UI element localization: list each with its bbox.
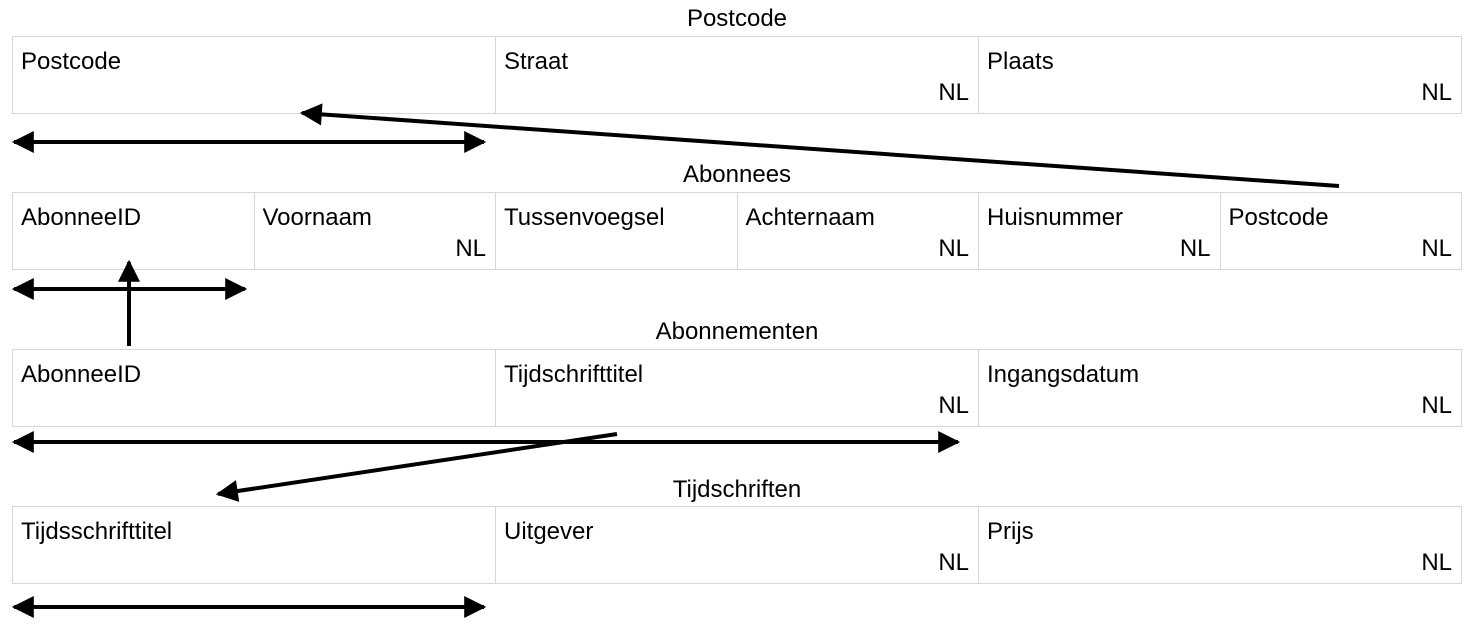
column-postcode-fk: Postcode NL (1221, 193, 1462, 269)
column-label: Prijs (987, 518, 1034, 545)
column-abonneeid-fk: AbonneeID (13, 350, 496, 426)
column-postcode: Postcode (13, 37, 496, 113)
null-flag: NL (455, 235, 486, 262)
table-title-abonnementen: Abonnementen (655, 318, 819, 345)
table-title-abonnees: Abonnees (682, 161, 792, 188)
column-label: Plaats (987, 48, 1054, 75)
column-voornaam: Voornaam NL (255, 193, 496, 269)
column-tijdschrifttitel-fk: Tijdschrifttitel NL (496, 350, 979, 426)
column-label: Postcode (1228, 204, 1329, 231)
null-flag: NL (1179, 235, 1211, 262)
table-tijdschriften: Tijdsschrifttitel Uitgever NL Prijs NL (12, 506, 1462, 584)
column-huisnummer: Huisnummer NL (979, 193, 1221, 269)
table-title-postcode: Postcode (686, 5, 788, 32)
column-prijs: Prijs NL (979, 507, 1461, 583)
column-label: AbonneeID (21, 204, 142, 231)
column-label: Huisnummer (987, 204, 1124, 231)
column-label: Tijdschrifttitel (504, 361, 644, 388)
column-label: AbonneeID (21, 361, 142, 388)
column-label: Ingangsdatum (987, 361, 1140, 388)
column-label: Straat (504, 48, 569, 75)
column-label: Tijdsschrifttitel (21, 518, 173, 545)
null-flag: NL (1421, 79, 1452, 106)
column-plaats: Plaats NL (979, 37, 1461, 113)
null-flag: NL (1421, 235, 1452, 262)
column-label: Achternaam (745, 204, 875, 231)
column-achternaam: Achternaam NL (738, 193, 979, 269)
null-flag: NL (938, 79, 969, 106)
table-title-tijdschriften: Tijdschriften (672, 476, 802, 503)
null-flag: NL (1421, 549, 1452, 576)
null-flag: NL (938, 549, 969, 576)
column-tussenvoegsel: Tussenvoegsel (496, 193, 738, 269)
column-tijdsschrifttitel: Tijdsschrifttitel (13, 507, 496, 583)
table-abonnementen: AbonneeID Tijdschrifttitel NL Ingangsdat… (12, 349, 1462, 427)
column-label: Postcode (21, 48, 122, 75)
null-flag: NL (938, 235, 969, 262)
column-label: Uitgever (504, 518, 594, 545)
column-ingangsdatum: Ingangsdatum NL (979, 350, 1461, 426)
column-abonneeid: AbonneeID (13, 193, 255, 269)
column-label: Voornaam (262, 204, 372, 231)
null-flag: NL (938, 392, 969, 419)
column-straat: Straat NL (496, 37, 979, 113)
column-label: Tussenvoegsel (504, 204, 665, 231)
null-flag: NL (1421, 392, 1452, 419)
table-postcode: Postcode Straat NL Plaats NL (12, 36, 1462, 114)
column-uitgever: Uitgever NL (496, 507, 979, 583)
table-abonnees: AbonneeID Voornaam NL Tussenvoegsel Acht… (12, 192, 1462, 270)
